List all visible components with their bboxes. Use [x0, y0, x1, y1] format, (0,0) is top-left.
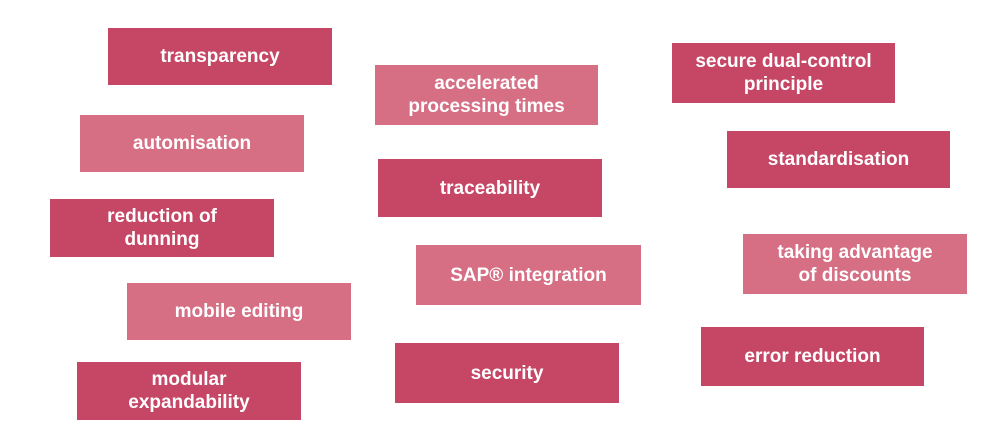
badge-secure-dual-control-principle: secure dual-control principle: [672, 43, 895, 103]
badge-automisation: automisation: [80, 115, 304, 172]
badge-traceability: traceability: [378, 159, 602, 217]
badge-sap-integration: SAP® integration: [416, 245, 641, 305]
badge-modular-expandability: modular expandability: [77, 362, 301, 420]
badge-taking-advantage-of-discounts: taking advantage of discounts: [743, 234, 967, 294]
badge-error-reduction: error reduction: [701, 327, 924, 386]
badge-mobile-editing: mobile editing: [127, 283, 351, 340]
badge-accelerated-processing-times: accelerated processing times: [375, 65, 598, 125]
badge-standardisation: standardisation: [727, 131, 950, 188]
badge-security: security: [395, 343, 619, 403]
badge-reduction-of-dunning: reduction of dunning: [50, 199, 274, 257]
badge-transparency: transparency: [108, 28, 332, 85]
